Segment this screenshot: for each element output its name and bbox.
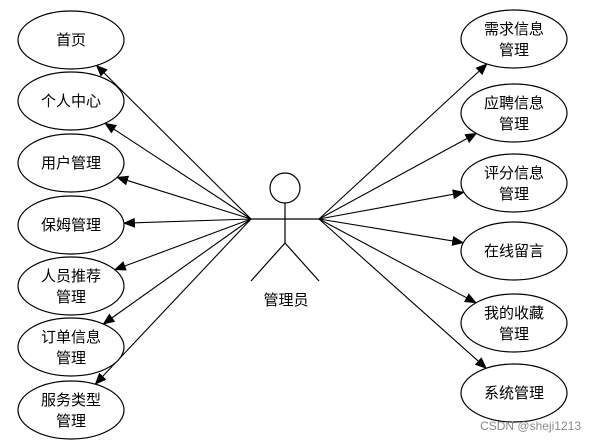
association-arrow [104,122,252,220]
actor-administrator: 管理员 [250,172,320,309]
association-arrow [102,218,252,325]
association-arrow [318,218,477,304]
association-arrow [318,218,465,246]
association-arrow [122,217,252,228]
use-case-label: 人员推荐 [41,267,101,285]
use-case-ellipse [17,256,125,316]
use-case-label: 管理 [56,412,86,430]
use-case-label: 在线留言 [484,242,544,260]
use-case-label: 管理 [499,115,529,133]
use-case-label: 服务类型 [41,391,101,409]
actor-left-leg [250,242,286,282]
use-case-left-4: 保姆管理 [17,195,125,255]
use-case-label: 评分信息 [484,164,544,182]
actor-right-leg [284,242,320,282]
use-case-label: 首页 [56,31,86,49]
watermark: CSDN @sheji1213 [480,419,581,433]
use-case-label: 管理 [499,185,529,203]
use-case-ellipse [460,9,568,69]
use-case-label: 需求信息 [484,20,544,38]
use-case-right-6: 系统管理 [460,363,568,423]
association-arrow [318,63,488,220]
use-case-ellipse [17,133,125,193]
use-case-ellipse [17,317,125,377]
use-case-group: 首页个人中心用户管理保姆管理人员推荐管理订单信息管理服务类型管理需求信息管理应聘… [17,9,568,440]
use-case-label: 管理 [56,349,86,367]
association-lines [94,63,488,385]
use-case-left-3: 用户管理 [17,133,125,193]
actor-label: 管理员 [263,291,308,309]
use-case-label: 个人中心 [41,92,101,110]
association-arrow [116,175,252,220]
use-case-label: 我的收藏 [484,304,544,322]
use-case-ellipse [460,221,568,281]
use-case-label: 管理 [499,41,529,59]
actor-head [269,172,301,204]
use-case-ellipse [460,153,568,213]
use-case-label: 应聘信息 [484,94,544,112]
use-case-label: 管理 [499,325,529,343]
association-arrow [318,132,478,220]
use-case-label: 保姆管理 [41,216,101,234]
use-case-left-1: 首页 [17,10,125,70]
association-arrow [318,189,465,220]
use-case-label: 系统管理 [484,384,544,402]
use-case-label: 用户管理 [41,154,101,172]
use-case-ellipse [460,363,568,423]
use-case-label: 订单信息 [41,328,101,346]
use-case-ellipse [17,10,125,70]
use-case-ellipse [17,380,125,440]
use-case-left-2: 个人中心 [17,71,125,131]
association-arrow [113,218,252,271]
association-arrow [95,64,252,220]
association-arrow [318,218,488,369]
use-case-ellipse [17,71,125,131]
use-case-right-4: 在线留言 [460,221,568,281]
use-case-ellipse [460,83,568,143]
use-case-ellipse [460,293,568,353]
use-case-label: 管理 [56,288,86,306]
use-case-ellipse [17,195,125,255]
